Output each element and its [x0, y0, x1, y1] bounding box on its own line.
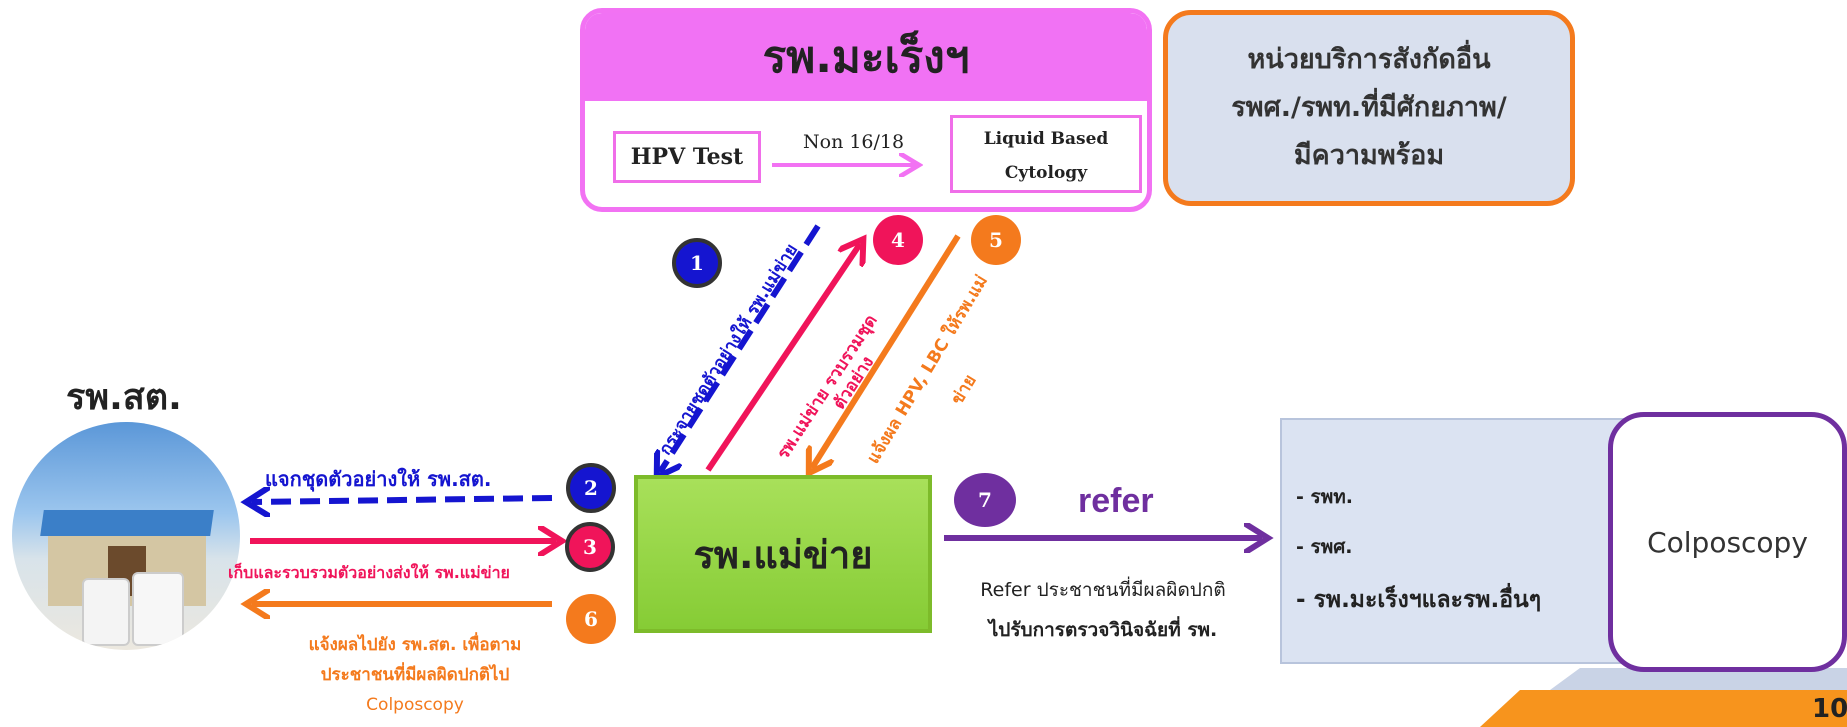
step2-badge: 2 [566, 463, 616, 513]
hpv-test-box: HPV Test [613, 131, 761, 183]
non-16-18-label: Non 16/18 [803, 131, 905, 153]
footer-banner-shadow [1550, 668, 1847, 690]
health-center-photo [12, 422, 240, 650]
sample-bottle-icon [82, 578, 130, 646]
destination-item: - รพ.มะเร็งฯและรพ.อื่นๆ [1296, 587, 1542, 613]
destination-item: - รพศ. [1296, 536, 1353, 558]
step7-label-line2: ไปรับการตรวจวินิจฉัยที่ รพ. [988, 619, 1218, 641]
other-unit-line2: รพศ./รพท.ที่มีศักยภาพ/ [1231, 92, 1507, 123]
sample-bottle-icon [132, 572, 184, 646]
step6-label: แจ้งผลไปยัง รพ.สต. เพื่อตาม ประชาชนที่มี… [270, 630, 560, 720]
step1-badge: 1 [672, 238, 722, 288]
step7-label-line1: Refer ประชาชนที่มีผลผิดปกติ [980, 579, 1226, 601]
lbc-box: Liquid Based Cytology [950, 115, 1142, 193]
destination-item: - รพท. [1296, 486, 1353, 508]
cancer-hospital-title: รพ.มะเร็งฯ [585, 13, 1147, 101]
step1-arrow [660, 224, 821, 472]
colposcopy-box: Colposcopy [1608, 412, 1847, 672]
step6-label-line2: ประชาชนที่มีผลผิดปกติไป [320, 665, 510, 685]
step5-badge: 5 [971, 215, 1021, 265]
step7-badge: 7 [954, 473, 1016, 527]
step2-label: แจกชุดตัวอย่างให้ รพ.สต. [265, 467, 492, 491]
step4-badge: 4 [873, 215, 923, 265]
cancer-hospital-box: รพ.มะเร็งฯ HPV Test Non 16/18 Liquid Bas… [580, 8, 1152, 212]
lbc-line1: Liquid Based [983, 129, 1109, 149]
lbc-line2: Cytology [1004, 163, 1088, 183]
step6-label-line1: แจ้งผลไปยัง รพ.สต. เพื่อตาม [308, 635, 522, 655]
step5-arrow [812, 234, 961, 468]
other-unit-line3: มีความพร้อม [1293, 140, 1445, 171]
step7-label: Refer ประชาชนที่มีผลผิดปกติ ไปรับการตรวจ… [944, 570, 1262, 650]
health-center-title: รพ.สต. [66, 377, 182, 418]
other-unit-box: หน่วยบริการสังกัดอื่น รพศ./รพท.ที่มีศักย… [1163, 10, 1575, 206]
step6-badge: 6 [566, 594, 616, 644]
footer-banner [1480, 690, 1847, 727]
step6-label-line3: Colposcopy [366, 695, 464, 715]
step3-badge: 3 [565, 522, 615, 572]
refer-label: refer [1078, 482, 1154, 520]
step4-arrow [705, 244, 860, 472]
step2-arrow [252, 498, 553, 502]
roof-shape [40, 510, 214, 536]
step3-label: เก็บและรวบรวมตัวอย่างส่งให้ รพ.แม่ข่าย [228, 563, 510, 582]
page-number: 10 [1812, 694, 1847, 724]
hub-hospital-box: รพ.แม่ข่าย [634, 475, 932, 633]
other-unit-line1: หน่วยบริการสังกัดอื่น [1247, 44, 1491, 75]
